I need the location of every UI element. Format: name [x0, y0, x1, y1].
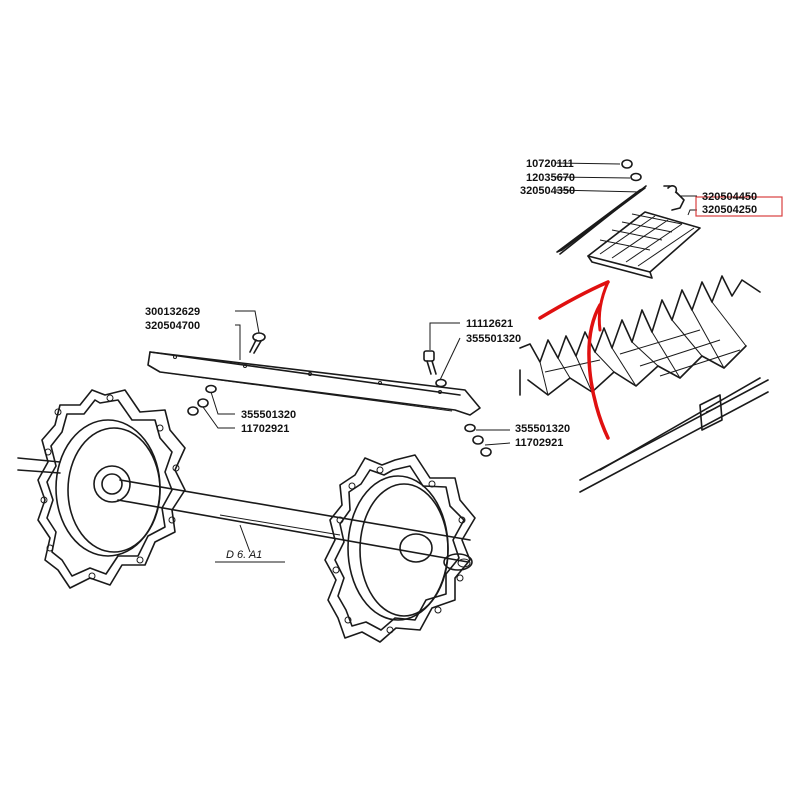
assembled-conveyor — [519, 275, 769, 493]
bolt-11112621 — [423, 350, 447, 388]
shaft-reference: D 6. A1 — [215, 524, 285, 563]
label-355501320-top: 355501320 — [466, 333, 521, 345]
left-sprocket — [37, 389, 186, 589]
right-sprocket — [324, 454, 476, 643]
label-300132629: 300132629 — [145, 306, 200, 318]
label-11112621: 11112621 — [466, 318, 513, 330]
label-355501320-right: 355501320 — [515, 423, 570, 435]
highlight-box — [695, 196, 783, 217]
label-320504700: 320504700 — [145, 320, 200, 332]
leader-lines — [202, 162, 697, 446]
label-10720111: 10720111 — [526, 158, 574, 170]
label-355501320-left: 355501320 — [241, 409, 296, 421]
drive-shaft — [17, 457, 471, 563]
angle-bar — [147, 351, 481, 416]
label-11702921-left: 11702921 — [241, 423, 289, 435]
label-320504250: 320504250 — [702, 204, 757, 216]
label-12035670: 12035670 — [526, 172, 575, 184]
label-320504450: 320504450 — [702, 191, 757, 203]
bolt-300132629 — [249, 332, 266, 354]
ref-d6a1-label: D 6. A1 — [226, 549, 262, 561]
red-arrow — [538, 280, 610, 440]
label-11702921-right: 11702921 — [515, 437, 563, 449]
upper-small-parts — [556, 159, 685, 255]
scraper-plate — [587, 211, 701, 279]
washer-nut-right — [464, 423, 492, 457]
washer-nut-left — [187, 384, 217, 416]
part-labels: 10720111 12035670 320504350 320504450 32… — [145, 158, 757, 449]
label-320504350: 320504350 — [520, 185, 575, 197]
